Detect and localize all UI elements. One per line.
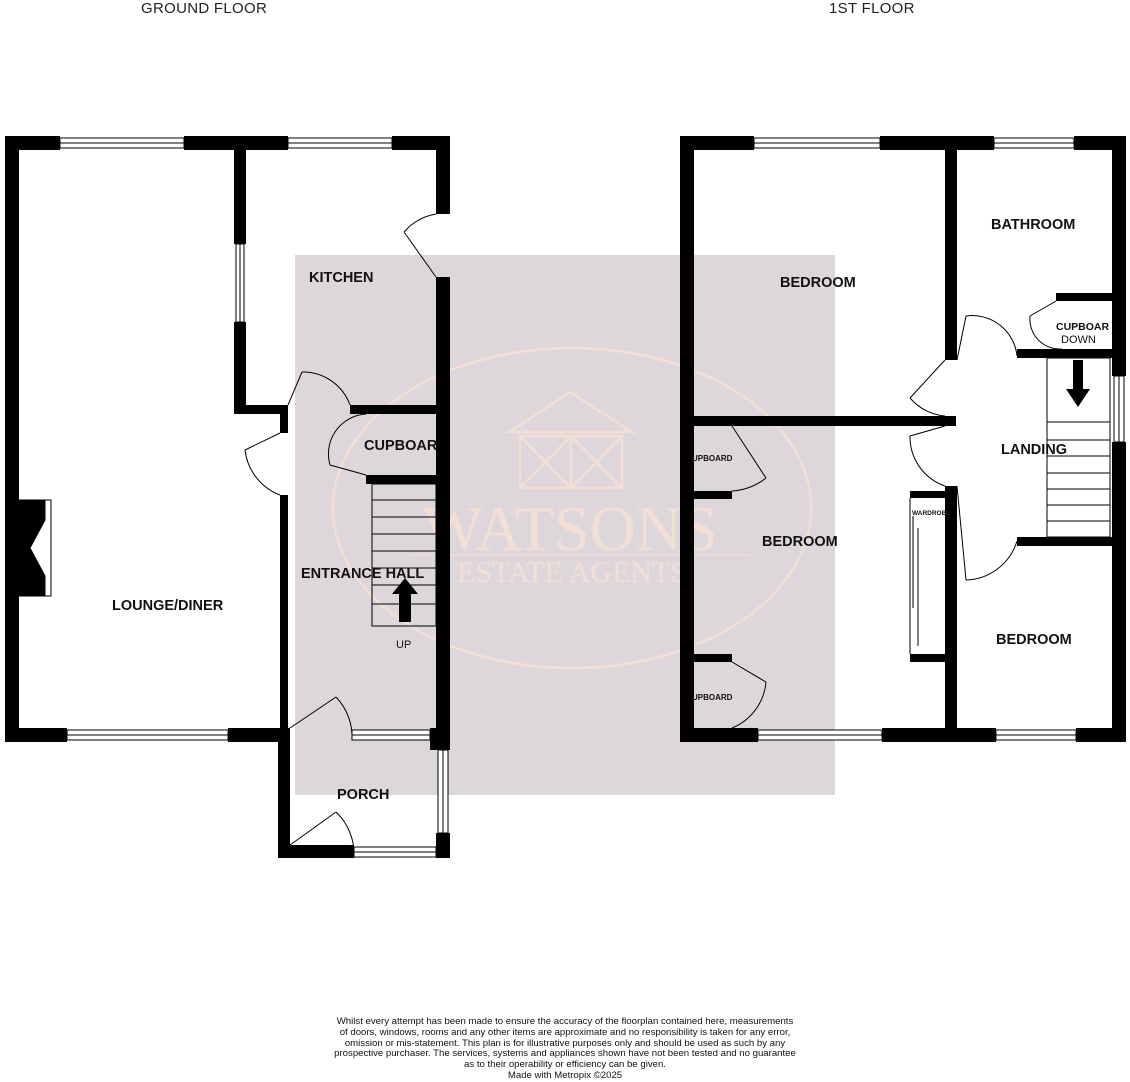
- room-label-bedroom-top: BEDROOM: [780, 275, 856, 291]
- disclaimer-line: of doors, windows, rooms and any other i…: [339, 1026, 791, 1038]
- first-floor-walls: [680, 136, 1126, 742]
- first-windows: [753, 137, 1125, 741]
- disclaimer-line: as to their operability or efficiency ca…: [464, 1059, 666, 1071]
- watermark-tagline: ESTATE AGENTS: [457, 556, 687, 589]
- ground-doors: [244, 213, 437, 858]
- wardrobe-doors: [909, 498, 919, 654]
- floor-title-ground: GROUND FLOOR: [141, 0, 268, 17]
- disclaimer-line: omission or mis-statement. This plan is …: [344, 1037, 786, 1049]
- disclaimer-line: prospective purchaser. The services, sys…: [334, 1048, 796, 1060]
- room-label-cupboard-lower: UPBOARD: [692, 693, 733, 702]
- floor-title-first: 1ST FLOOR: [829, 0, 915, 17]
- stairs-down-arrow: [1066, 360, 1090, 407]
- room-label-cupboard-upper: UPBOARD: [692, 454, 733, 463]
- watermark-logo: [331, 346, 813, 670]
- room-label-kitchen: KITCHEN: [309, 270, 374, 286]
- watermark-name: WATSONS: [422, 493, 717, 564]
- stairs-down-label: DOWN: [1061, 334, 1096, 346]
- room-label-wardrobe: WARDROBE: [912, 510, 951, 517]
- room-label-entrance-hall: ENTRANCE HALL: [301, 566, 425, 582]
- stairs-up-arrow: [392, 578, 418, 622]
- disclaimer-line: Made with Metropix ©2025: [507, 1069, 623, 1081]
- fireplace: [18, 499, 52, 597]
- watermark-overlay: [295, 255, 835, 795]
- room-label-bedroom-right: BEDROOM: [996, 632, 1072, 648]
- room-label-porch: PORCH: [337, 787, 390, 803]
- room-label-lounge-diner: LOUNGE/DINER: [112, 598, 224, 614]
- ground-floor-walls: [5, 136, 450, 858]
- room-label-bedroom-middle: BEDROOM: [762, 534, 838, 550]
- room-label-landing: LANDING: [1001, 442, 1068, 458]
- room-label-cupboard-first: CUPBOAR: [1056, 321, 1110, 333]
- disclaimer-line: Whilst every attempt has been made to en…: [336, 1016, 794, 1027]
- first-doors: [731, 300, 1063, 729]
- room-label-cupboard-ground: CUPBOAR: [364, 438, 438, 454]
- stairs-up-label: UP: [396, 639, 412, 651]
- room-label-bathroom: BATHROOM: [991, 217, 1076, 233]
- first-stairs: [1046, 357, 1111, 538]
- disclaimer: Whilst every attempt has been made to en…: [315, 1016, 815, 1082]
